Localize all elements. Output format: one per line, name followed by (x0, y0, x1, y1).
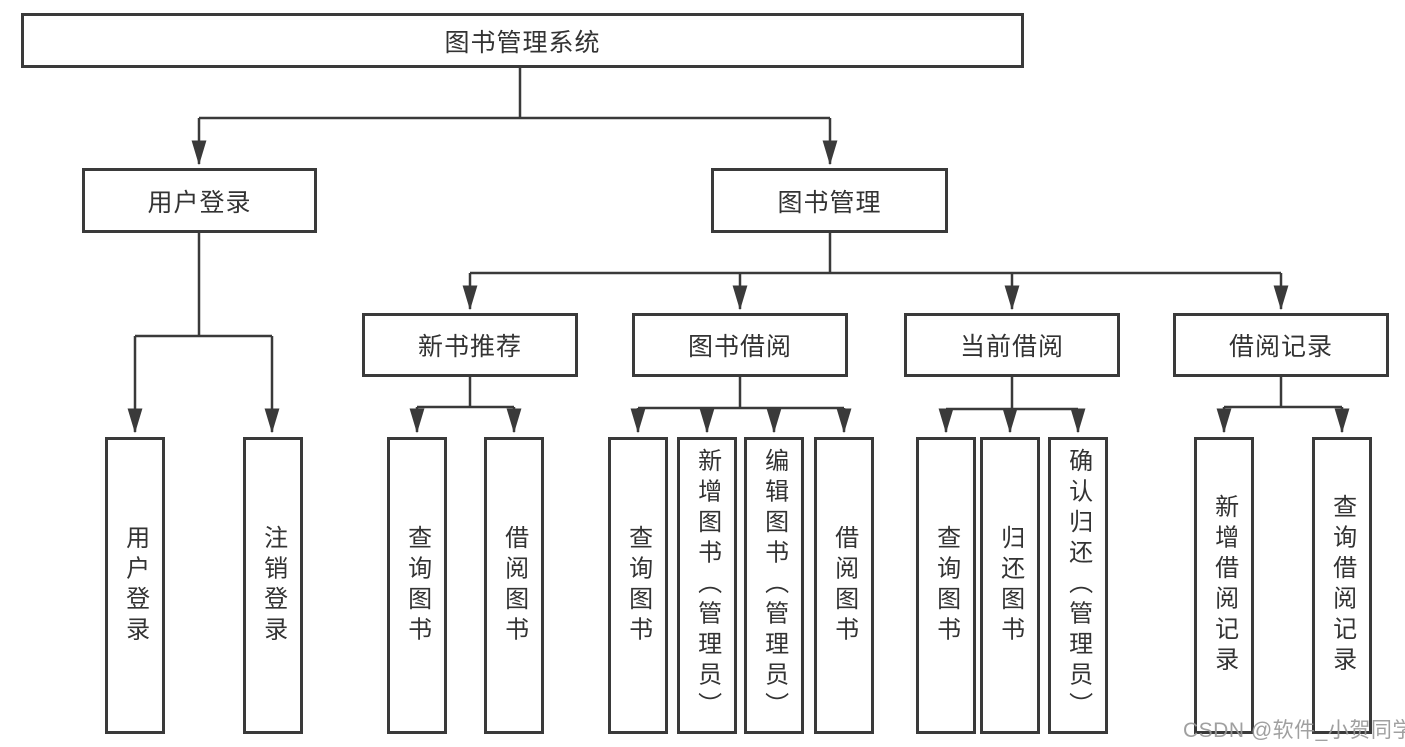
node-label: 确认归还（管理员） (1064, 448, 1092, 723)
node-book-management: 图书管理 (711, 168, 948, 233)
node-label: 查询图书 (624, 524, 652, 647)
node-label: 借阅图书 (830, 524, 858, 647)
node-library-management-system: 图书管理系统 (21, 13, 1024, 68)
leaf-borrow-books-recommend: 借阅图书 (484, 437, 544, 734)
leaf-edit-book-admin: 编辑图书（管理员） (744, 437, 804, 734)
connector-rails (135, 68, 1342, 411)
node-label: 归还图书 (996, 524, 1024, 647)
node-label: 查询借阅记录 (1328, 494, 1356, 677)
node-label: 新增图书（管理员） (693, 448, 721, 723)
node-label: 图书管理系统 (444, 28, 601, 57)
leaf-query-books-recommend: 查询图书 (387, 437, 447, 734)
node-user-login: 用户登录 (82, 168, 317, 233)
leaf-borrow-books-borrowing: 借阅图书 (814, 437, 874, 734)
node-label: 当前借阅 (959, 333, 1064, 361)
leaf-return-books: 归还图书 (980, 437, 1040, 734)
node-label: 借阅图书 (500, 524, 528, 647)
leaf-add-borrow-record: 新增借阅记录 (1194, 437, 1254, 734)
node-label: 注销登录 (259, 524, 287, 647)
leaf-add-book-admin: 新增图书（管理员） (677, 437, 737, 734)
node-label: 查询图书 (932, 524, 960, 647)
leaf-logout: 注销登录 (243, 437, 303, 734)
node-new-book-recommendation: 新书推荐 (362, 313, 578, 377)
node-label: 用户登录 (147, 188, 252, 217)
node-label: 图书管理 (777, 188, 882, 217)
leaf-query-books-borrowing: 查询图书 (608, 437, 668, 734)
leaf-query-borrow-record: 查询借阅记录 (1312, 437, 1372, 734)
node-label: 用户登录 (121, 524, 149, 647)
leaf-user-login: 用户登录 (105, 437, 165, 734)
leaf-confirm-return-admin: 确认归还（管理员） (1048, 437, 1108, 734)
node-borrowing-records: 借阅记录 (1173, 313, 1389, 377)
node-current-borrowing: 当前借阅 (904, 313, 1120, 377)
node-label: 编辑图书（管理员） (760, 448, 788, 723)
node-label: 借阅记录 (1228, 333, 1333, 361)
node-book-borrowing: 图书借阅 (632, 313, 848, 377)
watermark-text: CSDN @软件_小贺同学 (1183, 719, 1405, 742)
node-label: 新增借阅记录 (1210, 494, 1238, 677)
node-label: 图书借阅 (687, 333, 792, 361)
node-label: 新书推荐 (417, 333, 522, 361)
leaf-query-books-current: 查询图书 (916, 437, 976, 734)
node-label: 查询图书 (403, 524, 431, 647)
